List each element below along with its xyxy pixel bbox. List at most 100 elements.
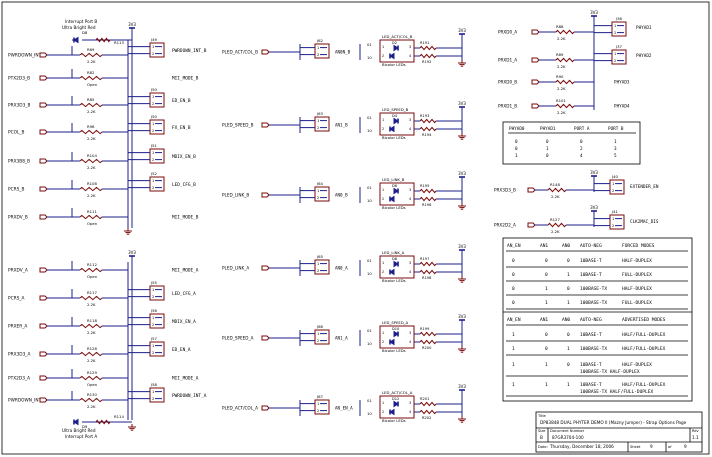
table-cell: 1 xyxy=(512,382,515,388)
table-cell: 5 xyxy=(614,153,617,159)
date-value: Thursday, December 18, 2006 xyxy=(549,444,614,449)
pin-num: 1 xyxy=(382,45,384,49)
table-cell: 0 xyxy=(567,258,570,264)
net-label: PRXD0_A xyxy=(498,30,517,35)
resistor-ref: R104 xyxy=(87,153,97,158)
led-diode-icon xyxy=(73,36,79,44)
resistor-ref: R112 xyxy=(87,262,97,267)
table-cell: 1 xyxy=(614,139,617,145)
table-cell: 100BASE-TX HALF-DUPLEX xyxy=(580,369,640,375)
jumper-pin-2: 2 xyxy=(152,295,154,299)
strap-signal-label: PHYAD4 xyxy=(614,104,630,110)
table-cell: 1 xyxy=(512,346,515,352)
vcc-label: 3V3 xyxy=(128,250,136,255)
jumper-pin-1: 1 xyxy=(152,288,154,292)
resistor-symbol xyxy=(419,45,437,51)
size-value: B xyxy=(540,435,543,440)
sheet-label: Sheet xyxy=(630,445,641,449)
resistor-symbol xyxy=(419,269,437,275)
pin-num: 4 xyxy=(409,197,411,201)
table-cell: 0 xyxy=(512,272,515,278)
led-net-label: LED_LINK_B xyxy=(382,177,405,182)
sheet-value: 9 xyxy=(650,444,653,449)
resistor-symbol xyxy=(419,188,437,194)
table-cell: HALF-DUPLEX xyxy=(622,258,652,264)
strap-signal-label: MII_MODE_B xyxy=(172,215,199,221)
pin-num: 2 xyxy=(382,270,384,274)
strap-signal-label: ED_EN_B xyxy=(172,98,191,104)
table-header: PORT B xyxy=(608,126,624,132)
pin-num: 4 xyxy=(409,410,411,414)
led-mode-mark: 10 xyxy=(367,55,372,60)
resistor-ref: R85 xyxy=(87,97,95,102)
resistor-value: 2.2K xyxy=(87,193,96,198)
table-cell: HALF-DUPLEX xyxy=(622,362,652,368)
right-strap-section: 3V3PRXD0_AR882.2K12J36PHYAD1PRXD1_AR892.… xyxy=(494,10,659,234)
pin-num: 1 xyxy=(382,331,384,335)
vcc-label: 3V3 xyxy=(590,10,598,15)
table-header: AN_EN xyxy=(507,243,521,249)
jumper-ref: J62 xyxy=(316,38,324,43)
led-net-label: LED_SPEED_A xyxy=(382,320,409,325)
resistor-value: 2.2K xyxy=(87,109,96,114)
jumper-pin-1: 1 xyxy=(152,95,154,99)
led-mode-mark: 01 xyxy=(367,328,372,333)
jumper-pin-2: 2 xyxy=(152,52,154,56)
led-ref: D12 xyxy=(392,397,399,401)
strap-signal-label: AN0N_B xyxy=(335,50,351,55)
table-header: AUTO-NEG xyxy=(580,317,602,323)
strap-signal-label: AN1_B xyxy=(335,123,348,128)
led-package xyxy=(379,395,415,419)
net-label: PTX2D3_A xyxy=(8,376,30,382)
title-label: Title xyxy=(537,414,546,418)
jumper-pin-1: 1 xyxy=(317,402,319,406)
net-label: PCOL_B xyxy=(8,130,25,136)
table-header: AN_EN xyxy=(507,317,521,323)
vcc-label: 3V3 xyxy=(458,314,466,319)
resistor-ref: R111 xyxy=(87,209,97,214)
port-connector xyxy=(39,102,48,108)
led-diode-icon xyxy=(393,260,399,268)
led-diode-icon xyxy=(389,338,395,346)
led-net-label: LED_ACT/COL_A xyxy=(382,390,413,395)
resistor-value: Open xyxy=(87,221,98,226)
resistor-value: Open xyxy=(87,274,98,279)
table-cell: 10BASE-T xyxy=(580,362,602,368)
jumper-pin-2: 2 xyxy=(152,102,154,106)
net-label: PRX3D3_B xyxy=(8,103,30,109)
resistor-ref: R198 xyxy=(422,276,432,280)
jumper-pin-2: 2 xyxy=(317,269,319,273)
net-label: PLED_ACT/COL_B xyxy=(222,50,258,55)
strap-signal-label: MDIX_EN_B xyxy=(172,154,196,160)
resistor-symbol xyxy=(79,323,103,329)
port-connector xyxy=(531,29,540,35)
led-mode-mark: 10 xyxy=(367,341,372,346)
led-mode-mark: 10 xyxy=(367,271,372,276)
table-header: PHYAD0 xyxy=(509,126,525,132)
jumper-pin-1: 1 xyxy=(612,217,614,221)
net-label: PRXER_A xyxy=(8,324,27,330)
table-cell: 10BASE-T xyxy=(580,272,602,278)
resistor-symbol xyxy=(79,267,103,273)
resistor-symbol xyxy=(419,339,437,345)
resistor-value: 2.2K xyxy=(551,229,560,234)
resistor-ref: R128 xyxy=(87,346,97,351)
table-cell: 1 xyxy=(545,300,548,306)
led-package-label: Bicolor LEDs xyxy=(382,418,406,423)
jumper-ref: J55 xyxy=(150,280,158,285)
table-cell: 0 xyxy=(580,139,583,145)
table-header: ADVERTISED MODES xyxy=(622,317,666,323)
led-mode-mark: 10 xyxy=(367,198,372,203)
resistor-ref: R130 xyxy=(87,392,97,397)
pin-num: 1 xyxy=(382,118,384,122)
table-cell: 1 xyxy=(545,382,548,388)
pin-num: 2 xyxy=(382,127,384,131)
pin-num: 4 xyxy=(409,54,411,58)
net-label: PRXDV_B xyxy=(8,215,28,221)
jumper-pin-2: 2 xyxy=(152,351,154,355)
vcc-label: 3V3 xyxy=(458,244,466,249)
resistor-ref: R114 xyxy=(114,414,124,419)
net-label: PWRDOWN_INT_A xyxy=(8,398,46,404)
net-label: PLED_SPEED_B xyxy=(222,123,254,128)
